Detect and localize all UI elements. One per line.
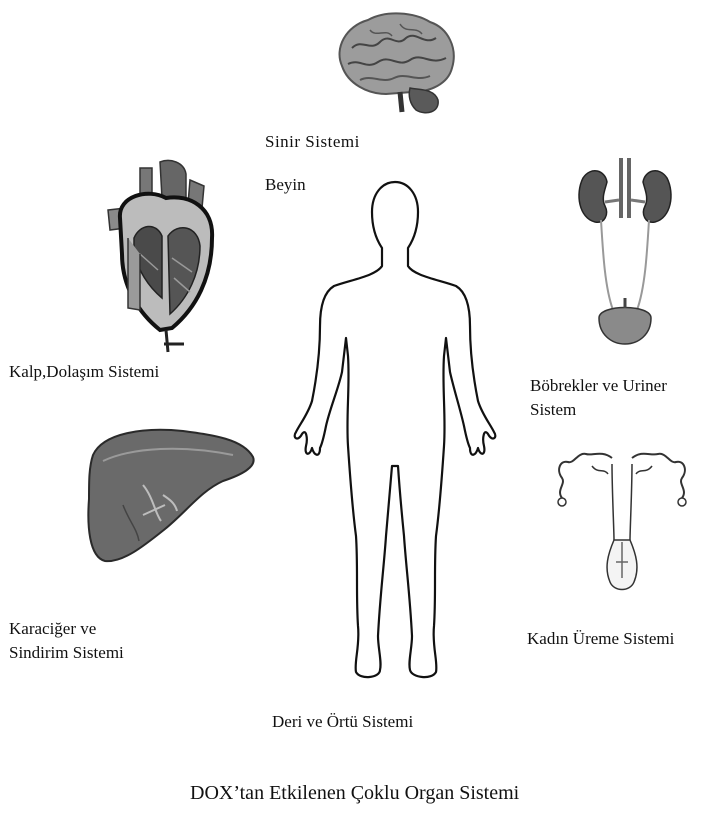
human-body-outline: [290, 176, 500, 682]
kidney-sublabel: Sistem: [530, 399, 576, 421]
figure-caption: DOX’tan Etkilenen Çoklu Organ Sistemi: [190, 780, 519, 806]
female-label: Kadın Üreme Sistemi: [527, 628, 674, 650]
heart-icon: [100, 158, 225, 353]
liver-label: Karaciğer ve: [9, 618, 96, 640]
kidney-label: Böbrekler ve Uriner: [530, 375, 667, 397]
skin-label: Deri ve Örtü Sistemi: [272, 711, 413, 733]
brain-label: Sinir Sistemi: [265, 131, 360, 153]
kidney-urinary-icon: [575, 158, 675, 348]
heart-label: Kalp,Dolaşım Sistemi: [9, 361, 159, 383]
liver-icon: [83, 425, 258, 565]
liver-sublabel: Sindirim Sistemi: [9, 642, 124, 664]
brain-icon: [330, 8, 460, 118]
uterus-icon: [552, 450, 692, 600]
